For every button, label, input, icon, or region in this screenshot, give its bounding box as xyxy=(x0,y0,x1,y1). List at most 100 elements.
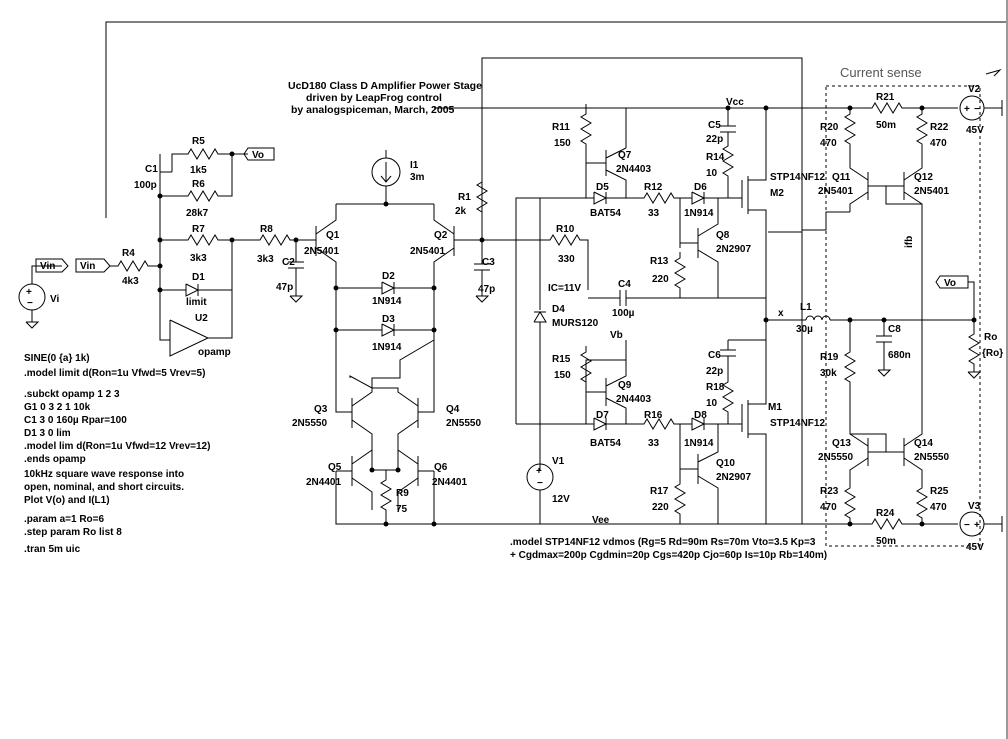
svg-text:.ends opamp: .ends opamp xyxy=(24,454,86,465)
svg-text:D3: D3 xyxy=(382,314,395,325)
current-sense-label: Current sense xyxy=(840,65,922,80)
svg-text:I1: I1 xyxy=(410,160,419,171)
c1-value: 100p xyxy=(134,180,157,191)
svg-text:L1: L1 xyxy=(800,302,812,313)
svg-text:Q12: Q12 xyxy=(914,172,933,183)
svg-text:Vo: Vo xyxy=(944,278,956,289)
svg-text:75: 75 xyxy=(396,504,408,515)
svg-text:STP14NF12: STP14NF12 xyxy=(770,172,825,183)
svg-text:3k3: 3k3 xyxy=(257,254,274,265)
svg-text:D2: D2 xyxy=(382,271,395,282)
net-flag-vin-1 xyxy=(35,258,69,273)
svg-text:Q9: Q9 xyxy=(618,380,632,391)
svg-text:{Ro}: {Ro} xyxy=(982,348,1003,359)
svg-text:M2: M2 xyxy=(770,188,784,199)
svg-text:R6: R6 xyxy=(192,179,205,190)
svg-text:470: 470 xyxy=(820,138,837,149)
svg-text:Q3: Q3 xyxy=(314,404,328,415)
svg-text:2N5401: 2N5401 xyxy=(410,246,445,257)
svg-text:G1 0 3 2 1 10k: G1 0 3 2 1 10k xyxy=(24,402,91,413)
svg-text:+: + xyxy=(26,287,32,298)
svg-text:R13: R13 xyxy=(650,256,669,267)
svg-text:opamp: opamp xyxy=(198,347,231,358)
svg-text:2N4401: 2N4401 xyxy=(306,477,341,488)
svg-text:BAT54: BAT54 xyxy=(590,438,621,449)
svg-text:1N914: 1N914 xyxy=(372,296,402,307)
svg-text:30k: 30k xyxy=(820,368,837,379)
svg-text:10: 10 xyxy=(706,398,718,409)
svg-text:2N2907: 2N2907 xyxy=(716,472,751,483)
svg-text:C1 3 0 160µ Rpar=100: C1 3 0 160µ Rpar=100 xyxy=(24,415,127,426)
wire-r1-top xyxy=(481,57,803,233)
svg-text:2k: 2k xyxy=(455,206,467,217)
svg-text:Vee: Vee xyxy=(592,515,610,526)
svg-text:M1: M1 xyxy=(768,402,782,413)
svg-text:470: 470 xyxy=(930,138,947,149)
svg-text:22p: 22p xyxy=(706,134,723,145)
svg-text:470: 470 xyxy=(930,502,947,513)
svg-text:45V: 45V xyxy=(966,125,984,136)
svg-text:R20: R20 xyxy=(820,122,839,133)
svg-text:x: x xyxy=(778,308,784,319)
svg-text:R8: R8 xyxy=(260,224,273,235)
svg-text:Q5: Q5 xyxy=(328,462,342,473)
svg-text:1k5: 1k5 xyxy=(190,165,207,176)
svg-text:V3: V3 xyxy=(968,501,981,512)
svg-text:Q4: Q4 xyxy=(446,404,460,415)
svg-text:2N5550: 2N5550 xyxy=(292,418,327,429)
svg-text:.step param Ro list 8: .step param Ro list 8 xyxy=(24,527,122,538)
svg-text:1N914: 1N914 xyxy=(684,438,714,449)
svg-text:680n: 680n xyxy=(888,350,911,361)
svg-text:R7: R7 xyxy=(192,224,205,235)
svg-text:SINE(0 {a} 1k): SINE(0 {a} 1k) xyxy=(24,353,90,364)
svg-text:2N5401: 2N5401 xyxy=(818,186,853,197)
svg-text:47p: 47p xyxy=(276,282,293,293)
svg-text:open, nominal, and short circu: open, nominal, and short circuits. xyxy=(24,482,184,493)
svg-text:33: 33 xyxy=(648,208,660,219)
net-flag-vo-2 xyxy=(935,275,969,289)
svg-text:R11: R11 xyxy=(552,122,570,133)
net-flag-vin-2 xyxy=(75,258,111,273)
svg-text:3k3: 3k3 xyxy=(190,253,207,264)
svg-text:.param a=1 Ro=6: .param a=1 Ro=6 xyxy=(24,514,104,525)
svg-text:1N914: 1N914 xyxy=(372,342,402,353)
svg-text:Vb: Vb xyxy=(610,330,623,341)
svg-text:R17: R17 xyxy=(650,486,669,497)
svg-text:33: 33 xyxy=(648,438,660,449)
c1-name: C1 xyxy=(145,164,158,175)
svg-text:470: 470 xyxy=(820,502,837,513)
svg-text:D1 3 0 lim: D1 3 0 lim xyxy=(24,428,71,439)
right-edge-border xyxy=(1006,0,1008,739)
svg-text:−: − xyxy=(27,298,33,309)
svg-text:Vin: Vin xyxy=(40,261,55,272)
svg-text:D4: D4 xyxy=(552,304,565,315)
title-line-1: UcD180 Class D Amplifier Power Stage xyxy=(288,80,482,92)
svg-text:220: 220 xyxy=(652,274,669,285)
svg-text:C4: C4 xyxy=(618,279,631,290)
svg-text:C3: C3 xyxy=(482,257,495,268)
svg-text:10: 10 xyxy=(706,168,718,179)
svg-text:C5: C5 xyxy=(708,120,721,131)
svg-text:R5: R5 xyxy=(192,136,205,147)
svg-text:R24: R24 xyxy=(876,508,895,519)
svg-text:2N5550: 2N5550 xyxy=(446,418,481,429)
svg-text:2N5550: 2N5550 xyxy=(818,452,853,463)
svg-text:220: 220 xyxy=(652,502,669,513)
svg-text:R18: R18 xyxy=(706,382,725,393)
svg-text:D7: D7 xyxy=(596,410,609,421)
svg-text:R1: R1 xyxy=(458,192,471,203)
svg-text:C8: C8 xyxy=(888,324,901,335)
svg-text:+: + xyxy=(974,520,980,531)
svg-text:ifb: ifb xyxy=(904,236,915,248)
svg-text:R19: R19 xyxy=(820,352,839,363)
svg-text:30µ: 30µ xyxy=(796,324,813,335)
svg-text:+: + xyxy=(964,104,970,115)
svg-text:+: + xyxy=(536,466,542,477)
svg-text:R23: R23 xyxy=(820,486,839,497)
svg-text:47p: 47p xyxy=(478,284,495,295)
svg-text:Ro: Ro xyxy=(984,332,997,343)
svg-text:.tran 5m uic: .tran 5m uic xyxy=(24,544,81,555)
svg-text:−: − xyxy=(974,104,980,115)
svg-text:28k7: 28k7 xyxy=(186,208,209,219)
svg-text:R21: R21 xyxy=(876,92,895,103)
